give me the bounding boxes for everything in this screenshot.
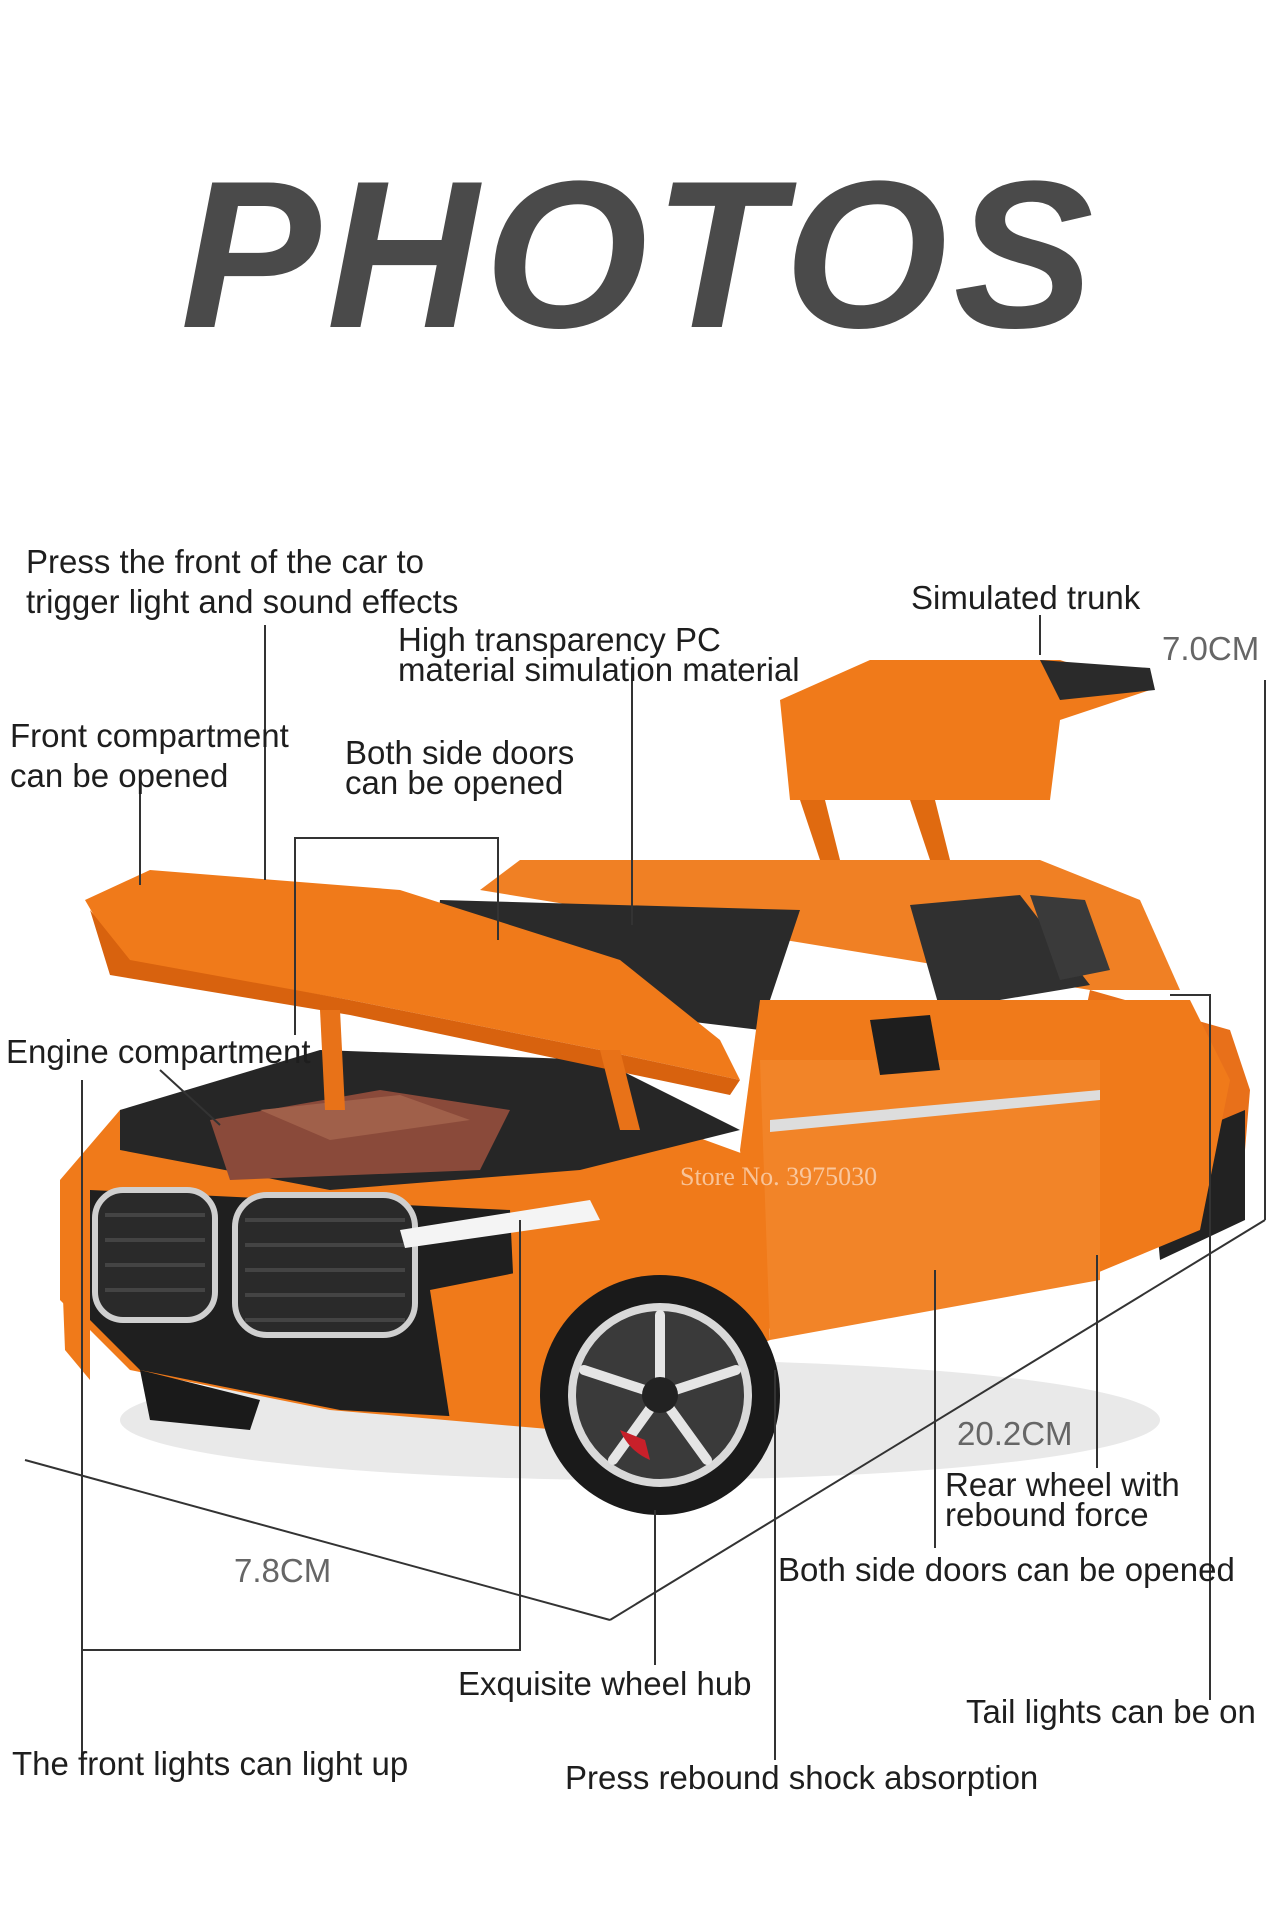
label-front-lights: The front lights can light up	[12, 1745, 409, 1782]
label-press-front: Press the front of the car to trigger li…	[26, 542, 458, 621]
label-press-front-line1: Press the front of the car to	[26, 543, 425, 580]
label-both-doors-top-line1: Both side doors	[345, 734, 575, 771]
watermark: Store No. 3975030	[680, 1162, 878, 1191]
label-shock-absorption: Press rebound shock absorption	[565, 1759, 1039, 1796]
label-both-doors-top-line2: can be opened	[345, 763, 564, 801]
page-title: PHOTOS	[180, 137, 1100, 372]
label-front-compartment: Front compartment can be opened	[10, 716, 289, 795]
label-pc-material: High transparency PC material simulation…	[398, 621, 800, 688]
label-both-doors-top: Both side doors can be opened	[345, 734, 575, 801]
label-simulated-trunk: Simulated trunk	[911, 579, 1141, 616]
dimension-width: 7.8CM	[234, 1552, 332, 1589]
label-both-doors-bottom: Both side doors can be opened	[778, 1551, 1235, 1588]
label-rear-wheel-line1: Rear wheel with	[945, 1466, 1180, 1503]
label-rear-wheel: Rear wheel with rebound force	[945, 1466, 1180, 1533]
label-front-compartment-line2: can be opened	[10, 756, 229, 794]
label-pc-material-line1: High transparency PC	[398, 621, 721, 658]
label-rear-wheel-line2: rebound force	[945, 1495, 1149, 1533]
label-tail-lights: Tail lights can be on	[966, 1693, 1256, 1730]
label-front-compartment-line1: Front compartment	[10, 717, 289, 754]
dimension-length: 20.2CM	[957, 1415, 1073, 1452]
label-pc-material-line2: material simulation material	[398, 650, 800, 688]
label-engine-compartment: Engine compartment	[6, 1033, 311, 1070]
label-press-front-line2: trigger light and sound effects	[26, 582, 459, 620]
label-wheel-hub: Exquisite wheel hub	[458, 1665, 752, 1702]
dimension-height: 7.0CM	[1162, 630, 1260, 667]
